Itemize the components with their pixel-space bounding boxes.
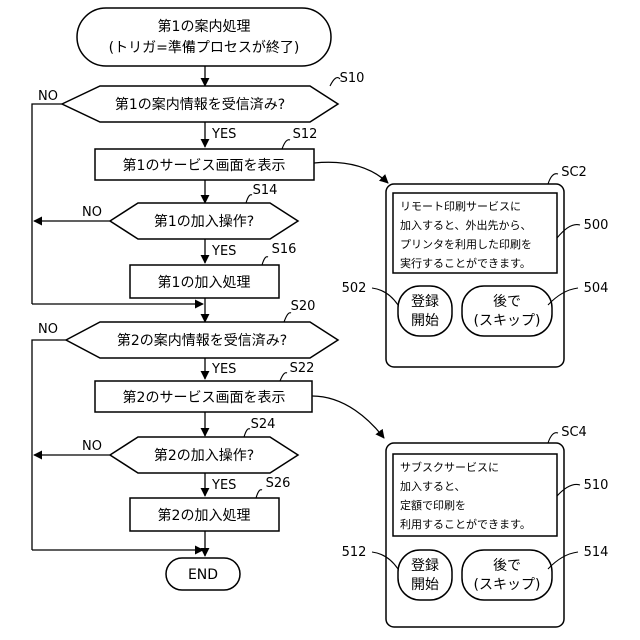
sc2-register-ref: 502 xyxy=(342,281,367,296)
process-s16-text: 第1の加入処理 xyxy=(158,274,251,291)
s16-leader xyxy=(262,257,268,265)
process-s26: 第2の加入処理 S26 xyxy=(130,476,290,531)
step-tag-s12: S12 xyxy=(293,127,318,142)
s14-yes-label: YES xyxy=(211,244,236,259)
s26-leader xyxy=(256,490,262,498)
s24-no-label: NO xyxy=(82,439,102,454)
sc2-later-button[interactable]: 後で (スキップ) xyxy=(462,286,552,336)
sc2-message-line4: 実行することができます。 xyxy=(400,256,531,270)
step-tag-s22: S22 xyxy=(290,361,315,376)
sc4-later-ref: 514 xyxy=(584,545,609,560)
s14-no-label: NO xyxy=(82,205,102,220)
decision-s10-text: 第1の案内情報を受信済み? xyxy=(115,96,285,113)
screen-sc4: SC4 サブスクサービスに 加入すると、 定額で印刷を 利用することができます。… xyxy=(342,425,609,627)
flow-connectors xyxy=(32,66,388,556)
step-tag-s26: S26 xyxy=(266,476,291,491)
sc2-register-label2: 開始 xyxy=(411,313,439,329)
s10-leader xyxy=(330,78,340,86)
sc4-register-label2: 開始 xyxy=(411,577,439,593)
decision-s14: 第1の加入操作? S14 NO YES xyxy=(82,183,298,259)
sc2-register-label1: 登録 xyxy=(411,294,439,310)
sc4-register-label1: 登録 xyxy=(411,558,439,574)
process-s26-text: 第2の加入処理 xyxy=(158,507,251,524)
sc4-later-button[interactable]: 後で (スキップ) xyxy=(462,550,552,600)
sc4-message-ref: 510 xyxy=(584,478,609,493)
sc2-register-button[interactable]: 登録 開始 xyxy=(398,286,452,336)
s10-no-label: NO xyxy=(38,89,58,104)
sc2-message-ref: 500 xyxy=(584,218,609,233)
sc4-message-line4: 利用することができます。 xyxy=(400,517,531,531)
end-text: END xyxy=(188,567,218,583)
s20-leader xyxy=(284,313,291,322)
process-s12-text: 第1のサービス画面を表示 xyxy=(123,157,286,174)
sc2-message-line1: リモート印刷サービスに xyxy=(400,200,521,213)
step-tag-s24: S24 xyxy=(251,417,276,432)
process-s12: 第1のサービス画面を表示 S12 xyxy=(95,127,317,180)
sc2-message-line3: プリンタを利用した印刷を xyxy=(400,238,532,251)
sc4-register-button[interactable]: 登録 開始 xyxy=(398,550,452,600)
s12-leader xyxy=(282,140,290,149)
start-title: 第1の案内処理 xyxy=(158,18,251,35)
s24-leader xyxy=(244,429,250,437)
s20-no-label: NO xyxy=(38,322,58,337)
sc4-message-line2: 加入すると、 xyxy=(400,480,466,493)
sc4-message-line3: 定額で印刷を xyxy=(400,498,466,512)
sc2-leader xyxy=(548,174,558,184)
start-trigger-note: (トリガ=準備プロセスが終了) xyxy=(109,40,300,56)
process-s22-text: 第2のサービス画面を表示 xyxy=(123,389,286,406)
s10-yes-label: YES xyxy=(211,127,236,142)
step-tag-s14: S14 xyxy=(253,183,278,198)
sc4-register-ref: 512 xyxy=(342,545,367,560)
screen-sc2: SC2 リモート印刷サービスに 加入すると、外出先から、 プリンタを利用した印刷… xyxy=(342,165,609,367)
step-tag-s20: S20 xyxy=(291,299,316,314)
sc2-later-label1: 後で xyxy=(493,294,521,310)
step-tag-s10: S10 xyxy=(340,71,365,86)
sc4-later-label1: 後で xyxy=(493,558,521,574)
sc4-later-label2: (スキップ) xyxy=(474,577,541,593)
screen-sc4-tag: SC4 xyxy=(561,425,587,440)
screen-sc2-tag: SC2 xyxy=(561,165,587,180)
s22-leader xyxy=(280,373,287,381)
s14-leader xyxy=(246,195,252,203)
sc2-later-label2: (スキップ) xyxy=(474,313,541,329)
step-tag-s16: S16 xyxy=(272,242,297,257)
sc2-later-ref: 504 xyxy=(584,281,609,296)
sc4-message-line1: サブスクサービスに xyxy=(400,460,499,474)
s24-yes-label: YES xyxy=(211,478,236,493)
s20-yes-label: YES xyxy=(211,362,236,377)
decision-s14-text: 第1の加入操作? xyxy=(154,213,254,230)
sc4-leader xyxy=(548,433,558,443)
decision-s24-text: 第2の加入操作? xyxy=(154,447,254,464)
sc2-message-line2: 加入すると、外出先から、 xyxy=(400,218,532,232)
start-terminal: 第1の案内処理 (トリガ=準備プロセスが終了) xyxy=(77,8,331,66)
end-terminal: END xyxy=(166,558,240,590)
decision-s20-text: 第2の案内情報を受信済み? xyxy=(117,332,287,349)
